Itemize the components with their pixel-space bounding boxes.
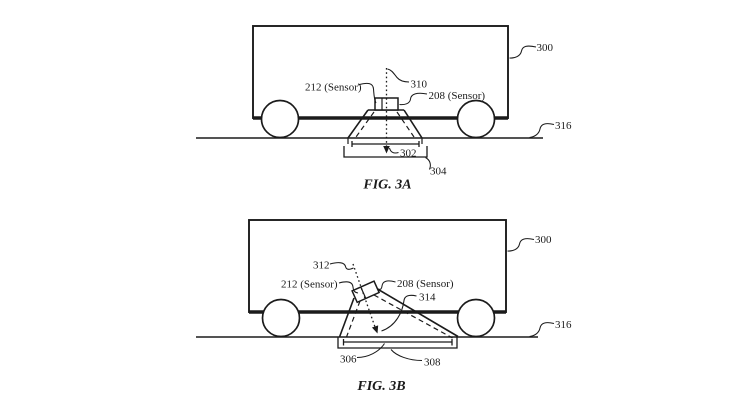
leader-316 — [529, 322, 555, 338]
fov-right-dashed — [373, 294, 453, 339]
label-310: 310 — [411, 79, 428, 91]
fig-3b: 312 212 (Sensor) 208 (Sensor) 314 300 31… — [196, 219, 572, 394]
label-208-sensor: 208 (Sensor) — [429, 90, 486, 102]
fov-cone-left-edge — [347, 109, 369, 139]
leader-306 — [356, 343, 385, 359]
label-302: 302 — [400, 148, 417, 160]
leader-212 — [357, 82, 377, 104]
leader-300 — [509, 45, 537, 59]
fig-3a: 212 (Sensor) 310 208 (Sensor) 300 316 30… — [196, 25, 572, 193]
sensor-housing — [351, 280, 381, 304]
label-312: 312 — [313, 260, 330, 272]
wheel-right — [456, 99, 496, 139]
beam-arrowhead — [383, 146, 390, 154]
label-208-sensor: 208 (Sensor) — [397, 278, 454, 290]
beam-arrowhead — [371, 325, 379, 334]
leader-308 — [390, 349, 423, 362]
wheel-left — [261, 298, 301, 338]
leader-208 — [399, 92, 428, 106]
leader-304 — [425, 157, 431, 170]
fov-left-dashed — [345, 300, 361, 338]
label-212-sensor: 212 (Sensor) — [281, 279, 338, 291]
label-304: 304 — [430, 166, 447, 178]
label-212-sensor: 212 (Sensor) — [305, 82, 362, 94]
fov-cone-right-edge — [403, 109, 423, 139]
leader-300 — [507, 238, 535, 252]
label-306: 306 — [340, 354, 357, 366]
leader-208 — [376, 280, 396, 290]
wheel-left — [260, 99, 300, 139]
wheel-right — [456, 298, 496, 338]
swath-bracket — [343, 146, 428, 158]
label-314: 314 — [419, 292, 436, 304]
fov-right-edge — [377, 288, 459, 338]
fov-cone-left-dashed — [355, 111, 375, 138]
figure-caption-3a: FIG. 3A — [362, 178, 411, 193]
leader-316 — [529, 123, 555, 139]
label-308: 308 — [424, 357, 441, 369]
fov-left-edge — [338, 297, 355, 338]
label-300: 300 — [535, 234, 552, 246]
angle-arc-314 — [381, 294, 417, 332]
label-300: 300 — [537, 42, 554, 54]
leader-302 — [388, 147, 399, 154]
leader-212 — [338, 281, 359, 294]
figure-caption-3b: FIG. 3B — [356, 379, 405, 394]
label-316: 316 — [555, 319, 572, 331]
leader-312 — [329, 262, 354, 270]
label-316: 316 — [555, 120, 572, 132]
leader-310 — [387, 68, 410, 83]
swath-bracket — [337, 337, 458, 349]
vehicle-body — [248, 219, 507, 313]
